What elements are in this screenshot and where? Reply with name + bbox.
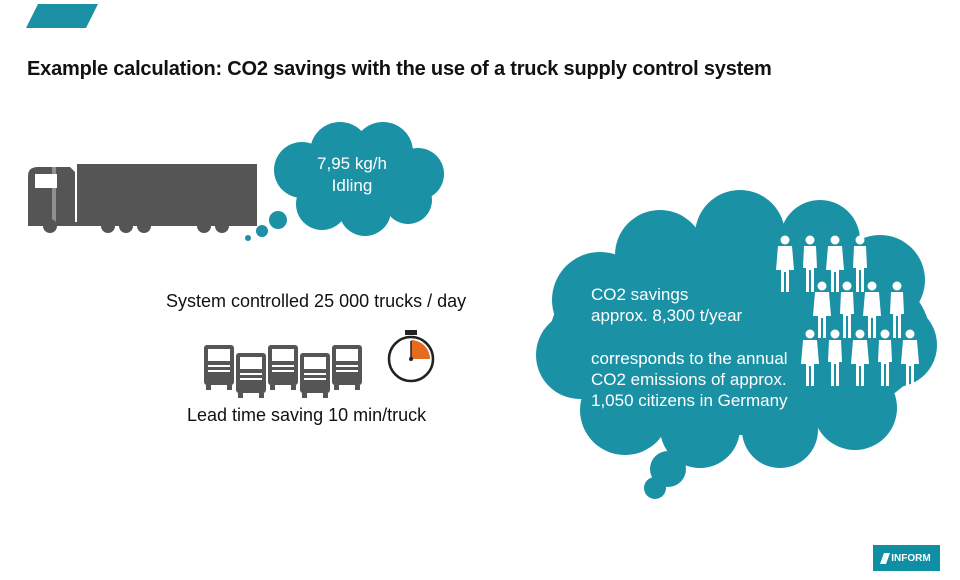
idling-rate: 7,95 kg/h: [317, 154, 387, 173]
page-title: Example calculation: CO2 savings with th…: [27, 58, 772, 80]
savings-line-1: CO2 savings: [591, 285, 689, 304]
savings-thought-cloud: [536, 190, 937, 499]
corner-accent-tab: [26, 4, 98, 28]
stopwatch-icon: [387, 330, 435, 383]
person-icon: [826, 235, 844, 292]
truck-fleet-icon: [204, 345, 362, 398]
savings-label: CO2 savings approx. 8,300 t/year corresp…: [591, 284, 788, 411]
savings-line-4: CO2 emissions of approx.: [591, 370, 787, 389]
idling-thought-cloud: [245, 122, 444, 241]
person-icon: [901, 329, 919, 386]
savings-line-5: 1,050 citizens in Germany: [591, 391, 788, 410]
savings-line-3: corresponds to the annual: [591, 349, 788, 368]
logo-mark-icon: [880, 552, 891, 564]
person-icon: [828, 329, 842, 386]
person-icon: [851, 329, 869, 386]
person-icon: [863, 281, 881, 338]
person-icon: [853, 235, 867, 292]
lead-time-text: Lead time saving 10 min/truck: [187, 405, 427, 425]
truck-icon: [28, 164, 257, 233]
person-icon: [801, 329, 819, 386]
logo-text: INFORM: [891, 552, 931, 564]
person-icon: [803, 235, 817, 292]
person-icon: [890, 281, 904, 338]
inform-logo: INFORM: [873, 545, 940, 571]
idling-word: Idling: [331, 176, 373, 195]
citizens-icon-group: [776, 235, 919, 386]
person-icon: [776, 235, 794, 292]
person-icon: [878, 329, 892, 386]
savings-line-2: approx. 8,300 t/year: [591, 306, 743, 325]
idling-label: 7,95 kg/h Idling: [292, 153, 412, 197]
person-icon: [813, 281, 831, 338]
person-icon: [840, 281, 854, 338]
system-controlled-text: System controlled 25 000 trucks / day: [166, 291, 467, 311]
